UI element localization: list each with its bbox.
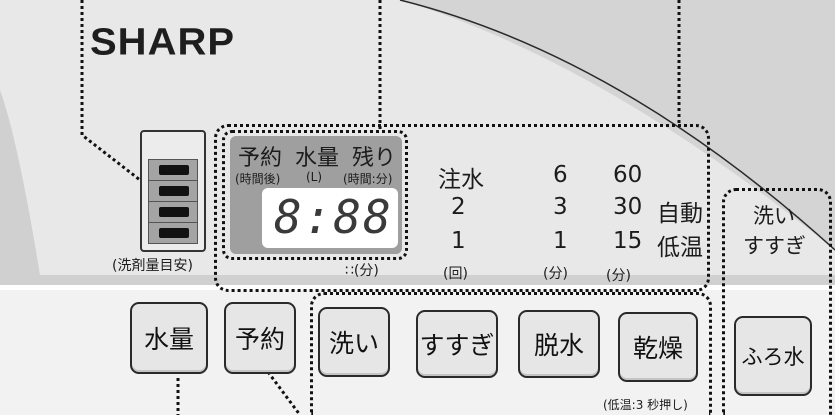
mode-low-temp: 低温 (657, 235, 703, 261)
dry-value: 30 (613, 194, 643, 220)
dry-value: 15 (613, 228, 643, 254)
rinse-button[interactable]: すすぎ (416, 310, 498, 378)
display-label-water: 水量 (295, 146, 340, 171)
bath-water-button[interactable]: ふろ水 (734, 316, 812, 396)
furo-label-wash: 洗い (753, 204, 795, 228)
water-level-button[interactable]: 水量 (130, 302, 208, 374)
chusui-title: 注水 (438, 167, 484, 193)
display-label-remaining: 残り (352, 146, 397, 171)
sharp-logo: SHARP (90, 21, 236, 63)
display-frame (222, 130, 408, 260)
reserve-button[interactable]: 予約 (224, 302, 296, 374)
gauge-segment (148, 180, 198, 202)
spin-unit: (分) (543, 266, 568, 282)
spin-value: 3 (553, 194, 568, 220)
lcd-digits: 8:88 (274, 190, 393, 244)
spin-button[interactable]: 脱水 (518, 310, 600, 378)
chusui-value: 2 (451, 194, 466, 220)
gauge-segment (148, 201, 198, 223)
course-buttons-frame (310, 292, 712, 415)
chusui-unit: (回) (443, 266, 468, 282)
furo-frame (722, 188, 832, 415)
dry-button[interactable]: 乾燥 (618, 312, 698, 382)
detergent-gauge (140, 130, 206, 252)
indicator-frame (214, 124, 710, 292)
display-sublabel-hours: (時間後) (235, 172, 281, 186)
chusui-value: 1 (451, 228, 466, 254)
spin-value: 6 (553, 162, 568, 188)
display-label-reserve: 予約 (238, 146, 283, 171)
detergent-gauge-label: (洗剤量目安) (112, 258, 193, 274)
lcd-screen (262, 188, 398, 248)
furo-label-rinse: すすぎ (743, 234, 806, 258)
colon-minutes-unit: ∷(分) (345, 263, 379, 279)
gauge-segment (148, 159, 198, 181)
dry-unit: (分) (606, 268, 631, 284)
dry-value: 60 (613, 162, 643, 188)
display-sublabel-liters: (L) (306, 170, 323, 184)
dry-button-note: (低温:3 秒押し) (603, 398, 688, 412)
gauge-segment (148, 222, 198, 244)
display-sublabel-time: (時間:分) (343, 172, 393, 186)
spin-value: 1 (553, 228, 568, 254)
mode-auto: 自動 (657, 201, 703, 227)
wash-button[interactable]: 洗い (318, 307, 390, 377)
